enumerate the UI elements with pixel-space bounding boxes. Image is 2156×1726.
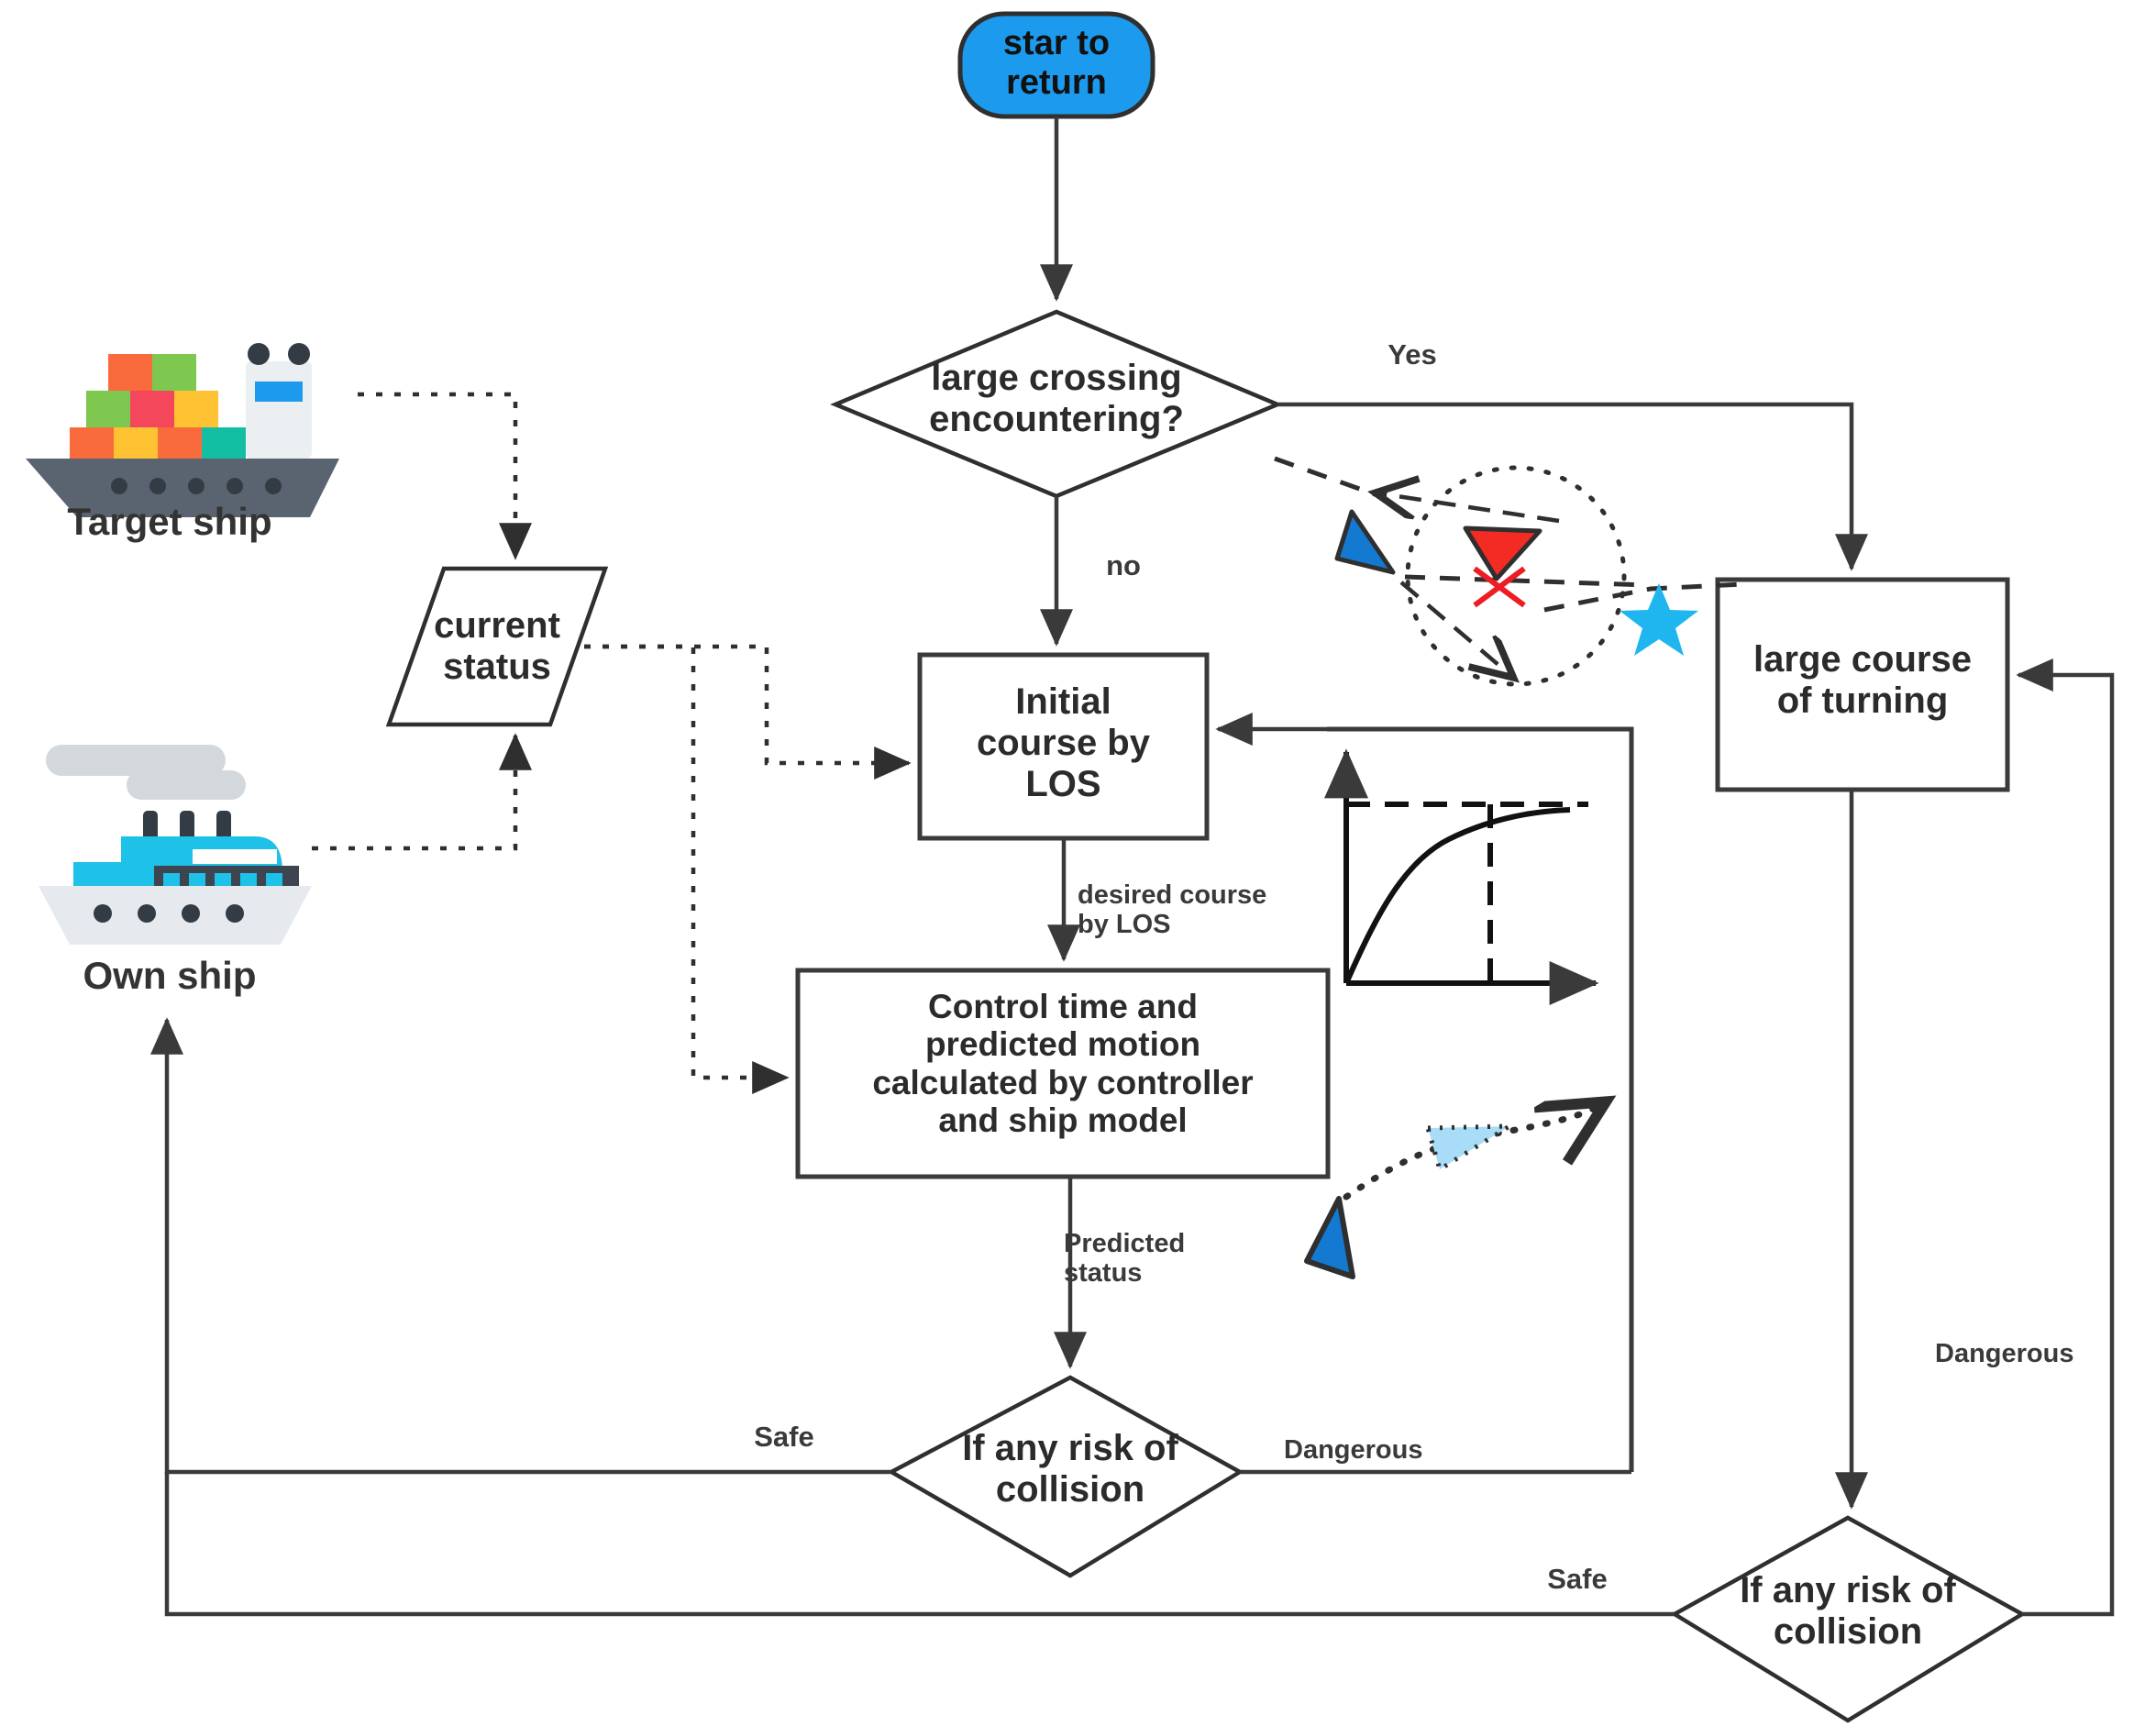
- illus-target-path-dashed: [1543, 581, 1743, 613]
- edge-status-to-control: [584, 644, 790, 1094]
- illus-own-ship-triangle: [1334, 509, 1396, 575]
- initial-course-shape[interactable]: [917, 652, 1210, 841]
- decision-crossing-shape[interactable]: [830, 309, 1283, 499]
- dotted-connectors: [312, 392, 912, 1094]
- edge-risk-right-safe: [164, 1472, 1675, 1617]
- control-block-shape[interactable]: [795, 968, 1331, 1179]
- inset-frame-box: [1327, 726, 1634, 1472]
- illus-target-ship-triangle: [1463, 526, 1542, 581]
- large-turning-shape[interactable]: [1715, 577, 2010, 792]
- passenger-ship-icon: [39, 745, 312, 945]
- predicted-track-dotted: [1343, 1105, 1600, 1200]
- star-icon: [1620, 583, 1698, 656]
- illus-turn-arrow-up-left: [1379, 493, 1560, 524]
- start-node-shape[interactable]: [957, 11, 1155, 119]
- illus-own-path-dashed: [1404, 574, 1648, 588]
- solid-connectors: [150, 116, 2115, 1617]
- inset-response-chart: [1324, 748, 1599, 1005]
- risk-center-shape[interactable]: [887, 1375, 1244, 1578]
- edge-risk-right-dangerous-loop: [2016, 658, 2115, 1617]
- node-shapes: [385, 11, 2027, 1723]
- predicted-ship-triangle-ghost: [1425, 1123, 1512, 1172]
- predicted-motion-illustration: [1304, 1105, 1600, 1279]
- edge-status-to-initial: [584, 644, 912, 780]
- edge-target-to-status: [358, 392, 532, 560]
- current-status-shape[interactable]: [385, 566, 609, 727]
- illus-safety-circle: [1405, 465, 1627, 687]
- risk-right-shape[interactable]: [1670, 1515, 2027, 1723]
- own-ship-triangle-current: [1304, 1196, 1355, 1279]
- edge-safe-to-ownship: [150, 1017, 891, 1475]
- collision-illustration: [1274, 456, 1743, 687]
- cargo-ship-icon: [26, 343, 339, 517]
- edge-ownship-to-status: [312, 733, 532, 851]
- edge-yes-to-turning: [1277, 402, 1868, 571]
- illus-incoming-dashed: [1274, 456, 1378, 498]
- chart-response-curve: [1343, 807, 1571, 985]
- illus-down-arrow-dashed: [1399, 581, 1510, 675]
- red-cross-icon: [1473, 566, 1526, 608]
